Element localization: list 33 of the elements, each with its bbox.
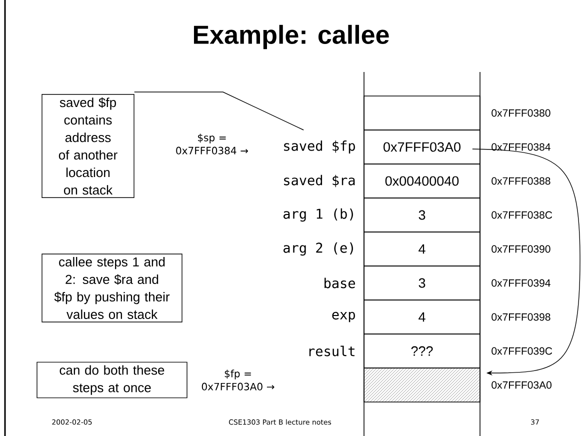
- row-label: base: [324, 278, 355, 288]
- address-label: 0x7FFF0390: [492, 245, 550, 253]
- stack-cell: 4: [364, 232, 480, 266]
- pointer-label: $fp = 0x7FFF03A0 →: [202, 370, 274, 390]
- address-label: 0x7FFF039C: [492, 347, 552, 355]
- hatched-cell: [364, 368, 480, 402]
- address-label: 0x7FFF0394: [492, 279, 550, 287]
- row-label: exp: [332, 312, 355, 322]
- stack-cell: [364, 96, 480, 130]
- address-label: 0x7FFF0380: [492, 109, 550, 117]
- callout-box: saved $fp contains address of another location on stack: [42, 94, 134, 198]
- row-label: result: [309, 346, 354, 356]
- address-label: 0x7FFF0388: [492, 177, 550, 185]
- callout-box: can do both these steps at once: [36, 362, 188, 398]
- leader-line: [134, 92, 304, 130]
- stack-cell: 0x7FFF03A0: [364, 130, 480, 164]
- address-label: 0x7FFF0384: [492, 143, 550, 151]
- address-label: 0x7FFF038C: [492, 211, 552, 219]
- row-label: arg 1 (b): [284, 208, 353, 222]
- row-label: saved $fp: [284, 140, 355, 154]
- stack-cell: ???: [364, 334, 480, 368]
- address-label: 0x7FFF0398: [492, 313, 550, 321]
- row-label: saved $ra: [284, 174, 355, 188]
- title: Example: callee: [194, 24, 389, 50]
- stack-cell: 3: [364, 198, 480, 232]
- callout-box: callee steps 1 and 2: save $ra and $fp by pushing their values on stack: [42, 254, 182, 322]
- curved-arrow: [472, 148, 580, 376]
- pointer-label: $sp = 0x7FFF0384 →: [176, 134, 248, 154]
- row-label: arg 2 (e): [284, 242, 353, 256]
- address-label: 0x7FFF03A0: [492, 381, 552, 389]
- stack-cell: 0x00400040: [364, 164, 480, 198]
- stack-cell: 4: [364, 300, 480, 334]
- stack-cell: 3: [364, 266, 480, 300]
